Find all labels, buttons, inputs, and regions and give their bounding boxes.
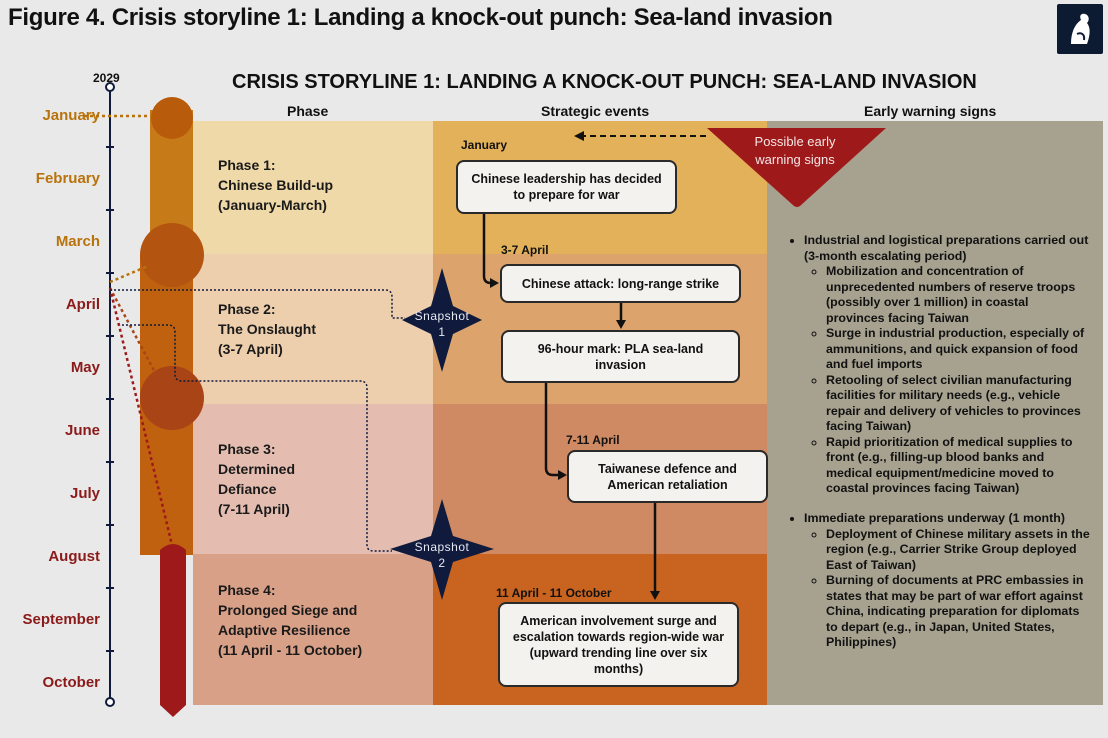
publisher-logo — [1057, 4, 1103, 54]
month-march: March — [55, 233, 100, 250]
event-box-taiwanese-defence: Taiwanese defence and American retaliati… — [567, 450, 768, 503]
warning-signs-group-2: Immediate preparations underway (1 month… — [790, 511, 1090, 651]
snapshot-2: Snapshot 2 — [414, 540, 470, 570]
snapshot-1: Snapshot 1 — [414, 309, 470, 339]
phase2-band — [193, 254, 433, 404]
phase-2-label: Phase 2: The Onslaught (3-7 April) — [218, 301, 316, 357]
month-july: July — [69, 485, 100, 502]
month-august: August — [48, 548, 100, 565]
warning-item: Surge in industrial production, especial… — [826, 326, 1090, 373]
phase-3-label: Phase 3: Determined Defiance (7-11 April… — [218, 441, 296, 517]
warning-heading-1: Industrial and logistical preparations c… — [804, 233, 1090, 497]
phase4-band — [193, 554, 433, 705]
phase-4-label: Phase 4: Prolonged Siege and Adaptive Re… — [218, 582, 363, 658]
event-box-american-escalation: American involvement surge and escalatio… — [498, 602, 739, 687]
month-february: February — [35, 170, 100, 187]
warning-item: Retooling of select civilian manufacturi… — [826, 373, 1090, 435]
events-column-header: Strategic events — [541, 103, 650, 119]
warning-signs-group-1: Industrial and logistical preparations c… — [790, 233, 1090, 497]
month-october: October — [42, 674, 100, 691]
possible-warning-label: Possible early warning signs — [754, 134, 836, 167]
month-april: April — [65, 296, 100, 313]
event-box-sea-land-invasion: 96-hour mark: PLA sea-land invasion — [501, 330, 740, 383]
month-january: January — [42, 107, 100, 124]
phase3-band — [193, 404, 433, 554]
event-date-11-april-11-october: 11 April - 11 October — [496, 586, 612, 600]
warning-signs-panel — [767, 121, 1103, 705]
warning-item: Rapid prioritization of medical supplies… — [826, 435, 1090, 497]
warning-column-header: Early warning signs — [864, 103, 997, 119]
event-date-january: January — [461, 138, 508, 152]
month-september: September — [22, 611, 100, 628]
warning-item: Mobilization and concentration of unprec… — [826, 264, 1090, 326]
event-date-3-7-april: 3-7 April — [501, 243, 549, 257]
month-may: May — [70, 359, 100, 376]
event-date-7-11-april: 7-11 April — [566, 433, 620, 447]
month-june: June — [64, 422, 100, 439]
figure-title: Figure 4. Crisis storyline 1: Landing a … — [8, 4, 833, 31]
event-box-leadership-decision: Chinese leadership has decided to prepar… — [456, 160, 677, 214]
event-box-long-range-strike: Chinese attack: long-range strike — [500, 264, 741, 303]
warning-item: Deployment of Chinese military assets in… — [826, 527, 1090, 574]
warning-heading-2: Immediate preparations underway (1 month… — [804, 511, 1090, 651]
warning-item: Burning of documents at PRC embassies in… — [826, 573, 1090, 651]
phase-1-label: Phase 1: Chinese Build-up (January-March… — [218, 157, 334, 213]
timeline-year: 2029 — [93, 71, 120, 85]
phase1-band — [193, 121, 433, 254]
phase-column-header: Phase — [287, 103, 329, 119]
storyline-title: CRISIS STORYLINE 1: LANDING A KNOCK-OUT … — [232, 71, 977, 93]
